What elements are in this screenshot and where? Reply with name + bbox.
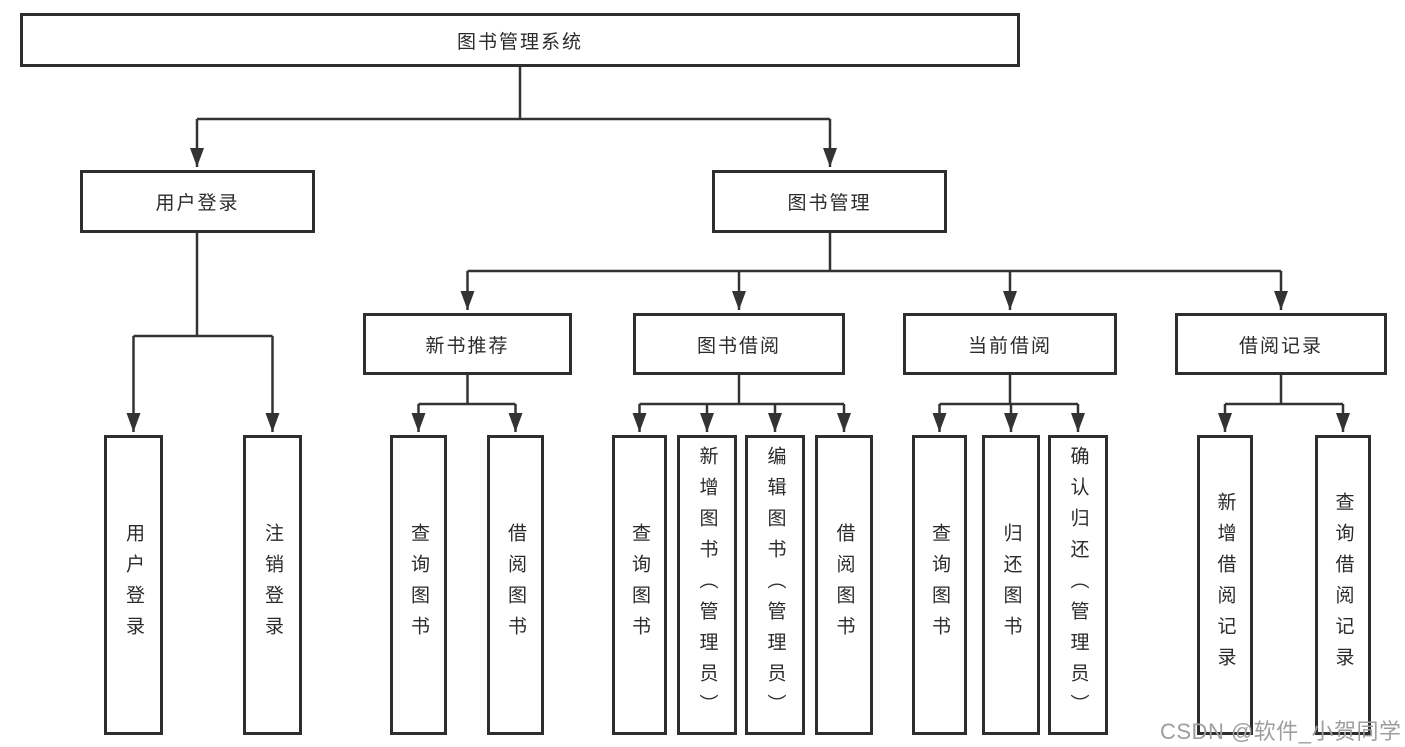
leaf-query-books-recommend: 查询图书 bbox=[390, 435, 447, 735]
node-label: 图书借阅 bbox=[696, 335, 781, 357]
node-label: 用户登录 bbox=[123, 523, 144, 647]
leaf-query-borrow-record: 查询借阅记录 bbox=[1315, 435, 1371, 735]
node-label: 查询图书 bbox=[929, 523, 950, 647]
node-borrow-records: 借阅记录 bbox=[1175, 313, 1387, 375]
node-label: 图书管理 bbox=[787, 193, 872, 214]
node-label: 查询图书 bbox=[629, 523, 650, 647]
node-label: 新书推荐 bbox=[425, 335, 510, 357]
node-new-book-recommend: 新书推荐 bbox=[363, 313, 572, 375]
leaf-add-book-admin: 新增图书（管理员） bbox=[677, 435, 737, 735]
node-label: 用户登录 bbox=[155, 193, 240, 214]
leaf-confirm-return-admin: 确认归还（管理员） bbox=[1048, 435, 1108, 735]
node-label: 编辑图书（管理员） bbox=[764, 445, 786, 725]
node-label: 注销登录 bbox=[262, 523, 283, 647]
node-label: 查询借阅记录 bbox=[1332, 492, 1354, 678]
leaf-return-books: 归还图书 bbox=[982, 435, 1040, 735]
node-label: 归还图书 bbox=[1000, 523, 1022, 647]
node-label: 图书管理系统 bbox=[456, 31, 583, 53]
node-book-management: 图书管理 bbox=[712, 170, 947, 233]
node-book-borrow: 图书借阅 bbox=[633, 313, 845, 375]
node-label: 借阅记录 bbox=[1238, 335, 1323, 357]
csdn-watermark: CSDN @软件_小贺同学 bbox=[1160, 719, 1402, 744]
leaf-borrow-books: 借阅图书 bbox=[815, 435, 873, 735]
leaf-edit-book-admin: 编辑图书（管理员） bbox=[745, 435, 805, 735]
node-label: 当前借阅 bbox=[967, 335, 1052, 357]
node-current-borrow: 当前借阅 bbox=[903, 313, 1117, 375]
node-label: 借阅图书 bbox=[833, 523, 855, 647]
node-label: 借阅图书 bbox=[505, 523, 526, 647]
node-label: 新增图书（管理员） bbox=[696, 445, 718, 725]
node-label: 新增借阅记录 bbox=[1214, 492, 1236, 678]
leaf-logout: 注销登录 bbox=[243, 435, 302, 735]
leaf-query-books-current: 查询图书 bbox=[912, 435, 967, 735]
node-label: 查询图书 bbox=[408, 523, 429, 647]
leaf-user-login: 用户登录 bbox=[104, 435, 163, 735]
leaf-borrow-books-recommend: 借阅图书 bbox=[487, 435, 544, 735]
node-book-management-system: 图书管理系统 bbox=[20, 13, 1020, 67]
leaf-add-borrow-record: 新增借阅记录 bbox=[1197, 435, 1253, 735]
node-label: 确认归还（管理员） bbox=[1067, 445, 1089, 725]
node-user-login: 用户登录 bbox=[80, 170, 315, 233]
leaf-query-books-borrow: 查询图书 bbox=[612, 435, 667, 735]
